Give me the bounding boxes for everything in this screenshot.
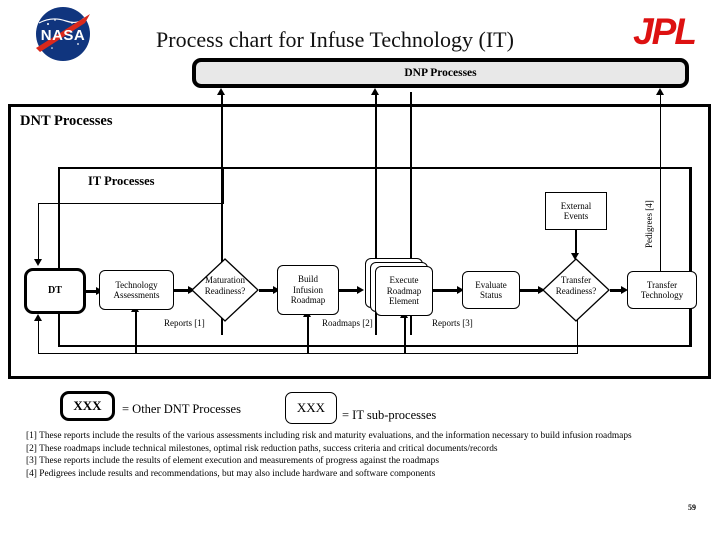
nasa-logo: NASA [22,6,104,62]
external-events-line2: Events [563,211,589,221]
svg-text:NASA: NASA [41,27,86,44]
dnp-processes-container: DNP Processes [192,58,689,88]
external-events-line1: External [560,200,592,211]
execute-to-evaluate-line [433,289,459,292]
evaluate-to-transferreadiness-line [520,289,541,292]
buildroadmap-to-execute-line [339,289,360,292]
node-technology-assessments[interactable]: Technology Assessments [99,270,174,310]
node-technology-assessments-line1: Technology [115,279,158,290]
node-dt[interactable]: DT [24,268,86,314]
legend-box-other-dnt: XXX [60,391,115,421]
flow-label-roadmaps2: Roadmaps [2] [322,318,373,328]
dt-bottom-feed-line [38,321,39,354]
it-label-mask [84,172,184,188]
footnote-1: [1] These reports include the results of… [26,431,632,441]
dnt-label-mask [16,110,146,128]
dt-top-feed-line [38,203,39,261]
dt-to-techassess-line [86,290,99,293]
node-transfer-technology[interactable]: Transfer Technology [627,271,697,309]
node-evaluate-status[interactable]: Evaluate Status [462,271,520,309]
build-infusion-roadmap-line3: Roadmap [290,295,326,306]
execute-roadmap-element-line3: Element [389,296,419,307]
footnote-3: [3] These reports include the results of… [26,456,439,467]
reports3-up-line [410,92,412,335]
dt-bottom-arrowhead [34,314,42,321]
techassess-to-maturation-line [174,289,191,292]
transferreadiness-to-transfertech-line [610,289,624,292]
externalevents-arrowhead [571,253,579,260]
buildroadmap-to-execute-arrowhead [357,286,364,294]
transferreadiness-to-transfertech-arrowhead [621,286,628,294]
page-number: 59 [688,503,696,512]
externalevents-down-line [575,230,577,256]
transfer-technology-line1: Transfer [646,279,678,290]
legend-caption-it-sub: = IT sub-processes [342,408,437,422]
roadmaps2-up-line [375,95,377,335]
legend-box-it-sub: XXX [285,392,337,424]
dt-top-feed-horizontal [38,203,224,204]
evaluate-status-line1: Evaluate [475,279,507,290]
execute-bottom-input-line [404,318,406,354]
dnt-processes-label: DNT Processes [20,113,113,129]
footnote-4: [4] Pedigrees include results and recomm… [26,468,436,479]
it-processes-label: IT Processes [88,174,155,188]
pedigrees4-arrowhead [656,88,664,95]
buildroadmap-bottom-input-line [307,317,309,354]
execute-roadmap-element-line2: Roadmap [386,285,422,296]
evaluate-status-line2: Status [479,290,502,300]
maturation-to-buildroadmap-line [259,289,276,292]
jpl-logo-text: JPL [633,11,697,52]
maturation-to-buildroadmap-arrowhead [273,286,280,294]
dt-top-arrowhead [34,259,42,266]
pedigrees4-up-line [660,95,661,280]
jpl-logo: JPL [615,12,713,52]
footnote-2: [2] These roadmaps include technical mil… [26,443,498,454]
page-title: Process chart for Infuse Technology (IT) [156,27,514,52]
legend-caption-other-dnt: = Other DNT Processes [122,402,241,416]
reports1-up-line [221,95,223,335]
execute-to-evaluate-arrowhead [457,286,464,294]
transfer-readiness-no-riser [577,318,578,354]
transfer-technology-line2: Technology [640,290,684,300]
footnotes-block: [1] These reports include the results of… [26,430,694,480]
evaluate-to-transferreadiness-arrowhead [538,286,545,294]
reports1-arrowhead [217,88,225,95]
techassess-bottom-input-line [135,312,137,354]
node-external-events[interactable]: External Events [545,192,607,230]
dnp-processes-label: DNP Processes [404,67,477,79]
build-infusion-roadmap-line1: Build [297,274,318,285]
build-infusion-roadmap-line2: Infusion [293,284,323,295]
node-build-infusion-roadmap[interactable]: Build Infusion Roadmap [277,265,339,315]
flow-label-reports3: Reports [3] [432,318,473,328]
node-dt-label: DT [48,284,62,296]
node-technology-assessments-line2: Assessments [113,290,160,300]
flow-label-reports1: Reports [1] [164,318,205,328]
execute-roadmap-element-line1: Execute [389,275,419,286]
legend-box-other-dnt-text: XXX [73,398,102,413]
dt-top-feed-riser [223,168,224,204]
roadmaps2-arrowhead [371,88,379,95]
legend-box-it-sub-text: XXX [296,400,326,415]
flow-label-pedigrees4: Pedigrees [4] [644,200,654,248]
node-transfer-readiness[interactable] [542,258,610,322]
dnt-processes-container [8,104,711,379]
node-maturation-readiness[interactable] [191,258,259,322]
node-execute-roadmap-element[interactable]: Execute Roadmap Element [375,266,433,316]
